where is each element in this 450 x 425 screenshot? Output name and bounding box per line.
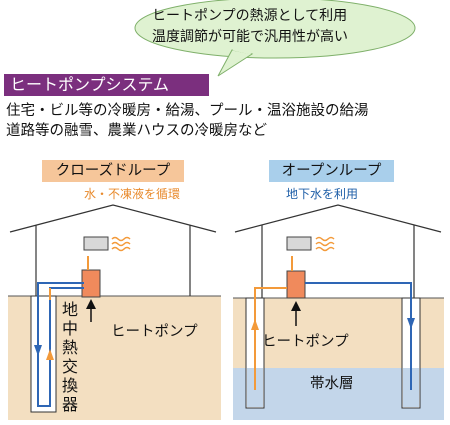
open-loop-subtitle: 地下水を利用 bbox=[286, 187, 359, 201]
open-return-pipe bbox=[254, 287, 287, 390]
closed-outdoor-unit-icon bbox=[83, 236, 109, 251]
closed-heat-pump-label: ヒートポンプ bbox=[111, 324, 198, 340]
uses-line-2: 道路等の融雪、農業ハウスの冷暖房など bbox=[6, 123, 267, 139]
closed-up-arrow-icon bbox=[46, 349, 54, 360]
callout-line-2: 温度調節が可能で汎用性が高い bbox=[152, 29, 348, 45]
open-supply-pipe bbox=[305, 282, 412, 390]
callout-text: ヒートポンプの熱源として利用 温度調節が可能で汎用性が高い bbox=[152, 6, 402, 48]
closed-borehole bbox=[30, 295, 57, 413]
ground-heat-exchanger-label: 地中熱交換器 bbox=[62, 300, 79, 414]
aquifer-label: 帯水層 bbox=[310, 376, 354, 392]
open-outdoor-unit-icon bbox=[286, 236, 312, 251]
closed-house-icon bbox=[9, 204, 217, 296]
system-title: ヒートポンプシステム bbox=[4, 74, 209, 96]
closed-heat-pump-icon bbox=[81, 269, 101, 298]
open-house-icon bbox=[234, 204, 442, 298]
uses-line-1: 住宅・ビル等の冷暖房・給湯、プール・温浴施設の給湯 bbox=[6, 103, 369, 119]
closed-loop-title: クローズドループ bbox=[42, 160, 184, 182]
open-pointer-arrow-icon bbox=[291, 301, 301, 326]
open-heat-wave-icon bbox=[315, 236, 335, 252]
open-up-arrow-icon bbox=[251, 319, 259, 330]
open-down-arrow-icon bbox=[407, 318, 415, 329]
closed-cold-pipe bbox=[37, 282, 84, 407]
closed-loop-subtitle: 水・不凍液を循環 bbox=[84, 187, 181, 201]
open-heat-pump-icon bbox=[286, 270, 306, 299]
closed-heat-wave-icon bbox=[111, 236, 131, 252]
system-uses: 住宅・ビル等の冷暖房・給湯、プール・温浴施設の給湯 道路等の融雪、農業ハウスの冷… bbox=[6, 101, 446, 141]
closed-down-arrow-icon bbox=[34, 345, 42, 356]
open-loop-title: オープンループ bbox=[269, 160, 394, 182]
closed-pointer-arrow-icon bbox=[86, 299, 96, 322]
open-heat-pump-label: ヒートポンプ bbox=[262, 334, 349, 350]
callout-line-1: ヒートポンプの熱源として利用 bbox=[152, 8, 348, 24]
callout-bubble bbox=[134, 0, 416, 77]
